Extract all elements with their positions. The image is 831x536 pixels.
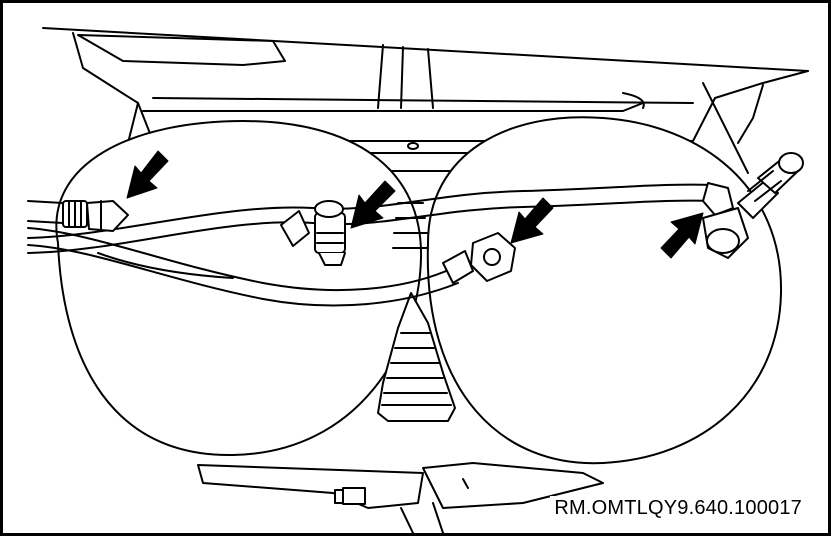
figure-reference-code: RM.OMTLQY9.640.100017	[550, 496, 806, 521]
arrow-left-tank-fitting-icon	[126, 150, 169, 199]
left-tank-fitting	[62, 200, 129, 232]
arrow-right-tank-valve-icon	[660, 212, 704, 259]
fuel-tank-fittings-illustration	[27, 27, 809, 533]
right-fuel-tank	[426, 116, 783, 465]
left-tank-valve	[280, 200, 346, 266]
arrow-right-tank-fitting-icon	[510, 197, 554, 244]
center-support-ladder	[377, 202, 456, 422]
right-tank-valve	[702, 152, 804, 259]
right-tank-fitting	[442, 232, 516, 284]
lower-frame-structure	[197, 462, 604, 533]
arrow-left-tank-valve-icon	[350, 180, 396, 229]
callout-arrows	[126, 150, 704, 259]
fuel-lines	[27, 183, 716, 307]
